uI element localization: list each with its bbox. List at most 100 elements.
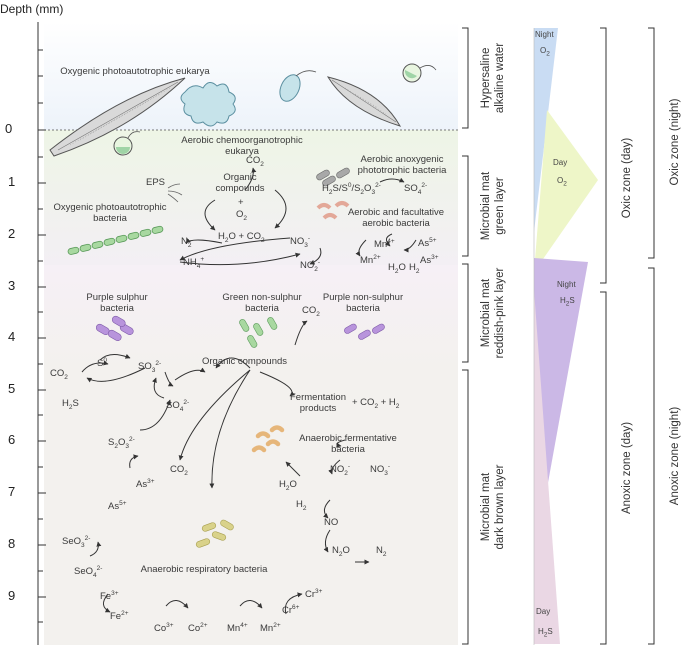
purple-sulphur-cells <box>95 315 134 341</box>
chem-cr6: Cr6+ <box>282 604 300 617</box>
pink-band <box>44 265 458 370</box>
chem-as3-top: As3+ <box>420 254 439 267</box>
chem-fe3: Fe3+ <box>100 590 119 603</box>
red-cells <box>316 201 350 220</box>
chem-so4-mid: SO42- <box>166 399 190 414</box>
chem-co3: Co3+ <box>154 622 174 635</box>
depth-axis-title: Depth (mm) <box>0 2 64 16</box>
brown-band <box>44 370 458 645</box>
chem-no3-top: NO3- <box>290 235 311 250</box>
chem-n2: N2 <box>181 236 192 249</box>
filament-cells <box>67 225 164 255</box>
profile-day-h2s-species: H2S <box>538 627 553 639</box>
chem-s0: S0 <box>97 357 107 370</box>
fermentative-cells <box>251 425 285 453</box>
tick-label-9: 9 <box>8 588 16 603</box>
tick-label-3: 3 <box>8 278 16 293</box>
gray-rod-cells <box>316 167 350 187</box>
label-eukarya-photo: Oxygenic photoautotrophic eukarya <box>60 66 210 77</box>
chem-s2o3: S2O32- <box>108 436 135 451</box>
tick-label-6: 6 <box>8 432 16 447</box>
label-respiratory: Anaerobic respiratory bacteria <box>140 564 268 575</box>
diatom-left-cell <box>49 77 186 157</box>
chem-no2-low: NO2- <box>330 463 351 478</box>
chem-fermentation-rest: + CO2 + H2 <box>352 397 400 410</box>
chem-fe2: Fe2+ <box>110 610 129 623</box>
zone-anoxic-day: Anoxic zone (day) <box>621 421 634 515</box>
o2-day-profile <box>534 110 598 272</box>
chem-h2o-low: H2O <box>279 479 297 492</box>
chem-co2-low: CO2 <box>170 464 188 477</box>
eps-strands <box>167 183 183 203</box>
chem-as3-low: As3+ <box>136 478 155 491</box>
profile-day-o2: Day <box>553 158 568 167</box>
chem-eps: EPS <box>146 177 166 188</box>
chem-cr3: Cr3+ <box>305 588 323 601</box>
tick-label-8: 8 <box>8 536 16 551</box>
chem-nh4: NH4+ <box>183 256 205 271</box>
tick-label-0: 0 <box>5 121 13 136</box>
tick-label-4: 4 <box>8 329 16 344</box>
profile-day-h2s: Day <box>536 607 551 616</box>
flagellate-cell <box>279 70 317 102</box>
chem-h2s: H2S <box>62 398 79 411</box>
chem-n2-low: N2 <box>376 545 387 558</box>
profile-night-h2s-species: H2S <box>560 296 575 308</box>
chem-no3-low: NO3- <box>370 463 391 478</box>
chem-co2-top: CO2 <box>246 155 264 168</box>
chem-co2-mid: CO2 <box>302 305 320 318</box>
chem-mn4-low: Mn4+ <box>227 622 248 635</box>
profile-night-o2-species: O2 <box>540 46 550 58</box>
zone-anoxic-night: Anoxic zone (night) <box>669 406 682 506</box>
chem-co2-sulfur: CO2 <box>50 368 68 381</box>
tick-label-1: 1 <box>8 174 16 189</box>
chem-as5-low: As5+ <box>108 500 127 513</box>
tick-label-7: 7 <box>8 484 16 499</box>
chem-as5-top: As5+ <box>418 237 437 250</box>
chem-h2-low: H2 <box>296 499 307 512</box>
h2s-day-profile <box>534 290 560 644</box>
chem-n2o: N2O <box>332 545 350 558</box>
chem-mn2-low: Mn2+ <box>260 622 281 635</box>
chem-h2o-co2: H2O + CO2 <box>218 231 265 244</box>
chem-so4-top: SO42- <box>404 182 428 197</box>
chem-seo4: SeO42- <box>74 565 103 580</box>
zone-oxic-night: Oxic zone (night) <box>669 98 682 186</box>
chem-o2: O2 <box>236 209 248 222</box>
depth-axis <box>37 22 46 645</box>
amoeba-cell <box>180 82 236 127</box>
chem-co2-ion: Co2+ <box>188 622 208 635</box>
chem-so3: SO32- <box>138 360 162 375</box>
chem-mn2: Mn2+ <box>360 254 381 267</box>
chem-plus: + <box>238 197 244 208</box>
tick-label-2: 2 <box>8 226 16 241</box>
profile-day-o2-species: O2 <box>557 176 567 188</box>
chem-organic-compounds: Organic compounds <box>202 356 288 367</box>
profile-night-o2: Night <box>535 30 554 39</box>
respiratory-cells <box>195 519 234 548</box>
zone-oxic-day: Oxic zone (day) <box>621 137 634 219</box>
tick-label-5: 5 <box>8 381 16 396</box>
green-flagellate-mat <box>113 131 141 156</box>
chem-sulfur-chain: H2S/S0/S2O32- <box>322 182 381 197</box>
green-flagellate-top <box>402 63 437 83</box>
purple-non-sulphur-cells <box>344 323 385 340</box>
chem-seo3: SeO32- <box>62 535 91 550</box>
chem-h2o: H2O <box>388 262 406 275</box>
chem-no: NO <box>324 517 339 528</box>
reaction-arrows <box>81 167 417 615</box>
profile-night-h2s: Night <box>557 280 576 289</box>
